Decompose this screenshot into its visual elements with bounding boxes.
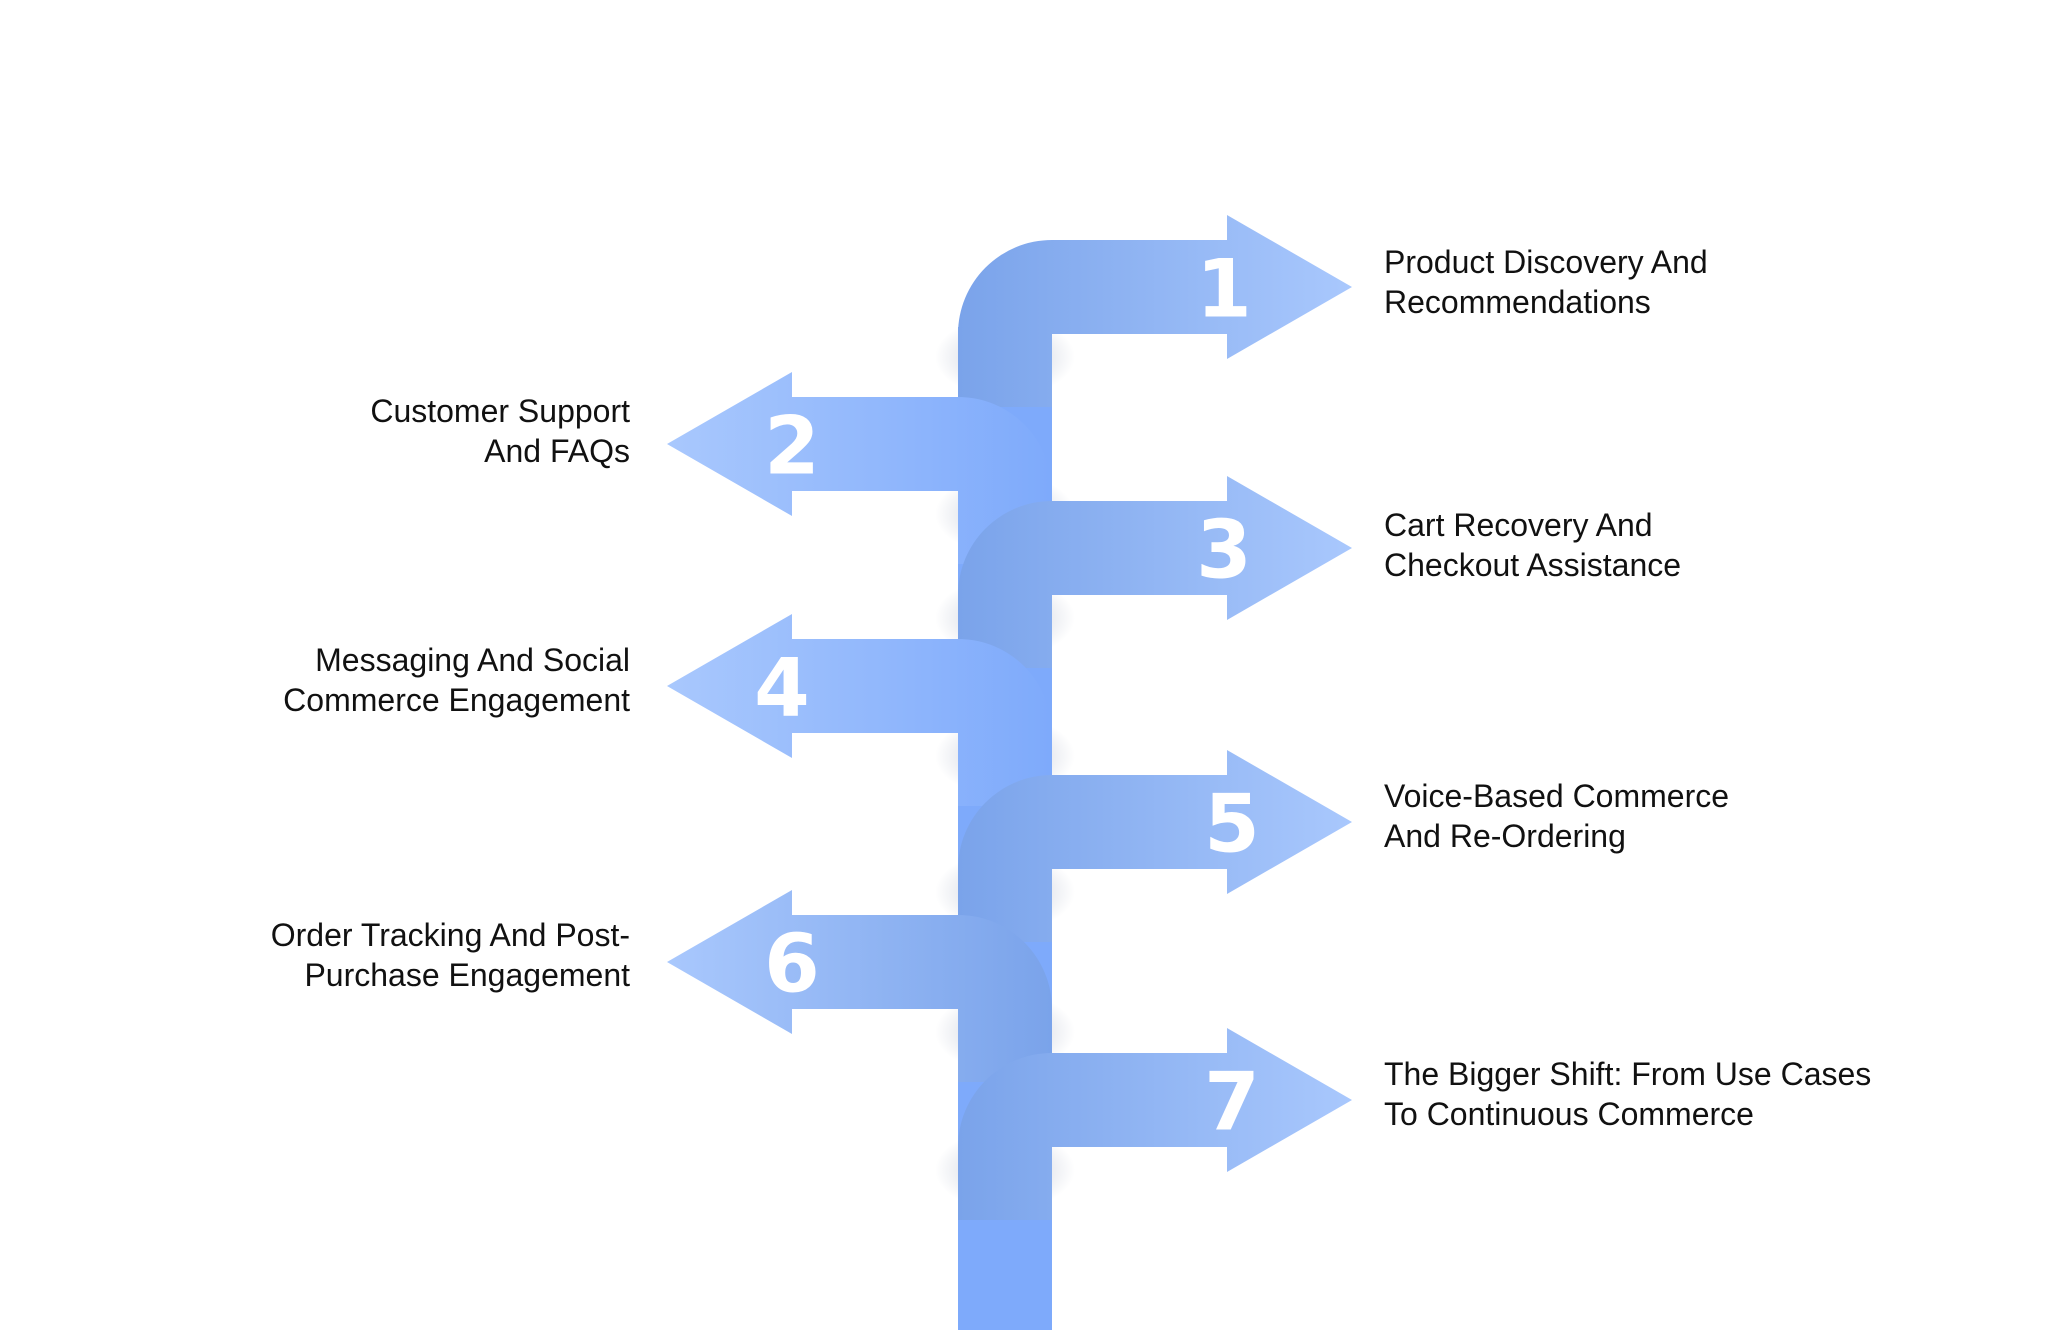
- step-6-label: Order Tracking And Post- Purchase Engage…: [271, 915, 630, 995]
- step-4-number: 4: [754, 642, 810, 735]
- step-4-label: Messaging And Social Commerce Engagement: [283, 640, 630, 720]
- arrow-shape: [667, 890, 1052, 1082]
- arrow-shape: [958, 750, 1352, 942]
- step-2-label-line-2: And FAQs: [484, 433, 630, 469]
- step-5-number: 5: [1204, 778, 1260, 871]
- step-7-label-line-1: The Bigger Shift: From Use Cases: [1384, 1056, 1872, 1092]
- step-5-label: Voice-Based Commerce And Re-Ordering: [1384, 776, 1729, 856]
- step-5-label-line-1: Voice-Based Commerce: [1384, 778, 1730, 814]
- step-1-label: Product Discovery And Recommendations: [1384, 242, 1708, 322]
- step-5-label-line-2: And Re-Ordering: [1384, 818, 1626, 854]
- step-1-label-line-1: Product Discovery And: [1384, 244, 1708, 280]
- step-3-label-line-1: Cart Recovery And: [1384, 507, 1653, 543]
- step-3-number: 3: [1196, 504, 1252, 597]
- step-6-number: 6: [764, 918, 820, 1011]
- step-1-label-line-2: Recommendations: [1384, 284, 1651, 320]
- arrow-shape: [667, 372, 1052, 564]
- step-6-label-line-1: Order Tracking And Post-: [270, 917, 630, 953]
- step-2-number: 2: [764, 400, 820, 493]
- step-2-label-line-1: Customer Support: [370, 393, 630, 429]
- step-7-label: The Bigger Shift: From Use Cases To Cont…: [1384, 1054, 1871, 1134]
- arrow-shape: [958, 215, 1352, 407]
- step-6-arrow: [667, 890, 1075, 1082]
- step-2-label: Customer Support And FAQs: [370, 391, 630, 471]
- step-4-label-line-2: Commerce Engagement: [283, 682, 630, 718]
- step-4-label-line-1: Messaging And Social: [315, 642, 630, 678]
- arrow-shape: [667, 614, 1052, 806]
- step-1-arrow: [935, 215, 1352, 407]
- step-3-label-line-2: Checkout Assistance: [1384, 547, 1682, 583]
- step-7-number: 7: [1204, 1056, 1260, 1149]
- step-6-label-line-2: Purchase Engagement: [304, 957, 630, 993]
- step-7-arrow: [935, 1028, 1352, 1220]
- step-5-arrow: [935, 750, 1352, 942]
- step-3-label: Cart Recovery And Checkout Assistance: [1384, 505, 1681, 585]
- step-1-number: 1: [1196, 243, 1252, 336]
- step-3-arrow: [935, 476, 1352, 668]
- arrow-shape: [958, 1028, 1352, 1220]
- arrow-shape: [958, 476, 1352, 668]
- step-7-label-line-2: To Continuous Commerce: [1384, 1096, 1754, 1132]
